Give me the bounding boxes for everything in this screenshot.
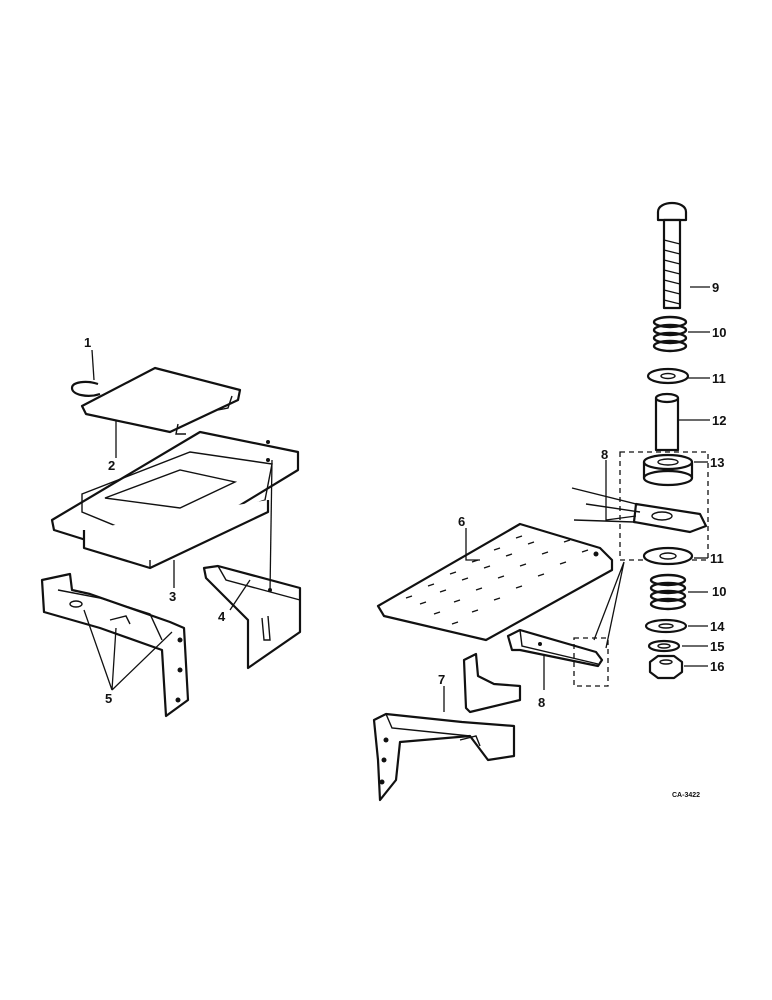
part-9-bolt — [656, 201, 688, 310]
callout-14: 14 — [710, 619, 725, 634]
callout-6: 6 — [458, 514, 465, 529]
leader-lines — [83, 286, 710, 712]
part-11-washer-lower — [642, 546, 694, 566]
drawing-reference: CA-3422 — [672, 792, 700, 799]
part-11-washer-upper — [646, 367, 690, 385]
callout-labels: 1 2 3 4 5 6 7 8 8 9 10 10 11 11 12 13 14… — [84, 280, 726, 710]
part-6-step-plate — [376, 522, 614, 642]
part-7-support-bracket — [372, 652, 522, 802]
part-2-cover-plate — [80, 366, 242, 435]
callout-4: 4 — [218, 609, 226, 624]
part-5-bracket — [40, 572, 190, 718]
callout-12: 12 — [712, 413, 726, 428]
callout-3: 3 — [169, 589, 176, 604]
part-8-arm-upper — [571, 451, 709, 561]
part-15-lock-washer — [647, 639, 681, 653]
callout-7: 7 — [438, 672, 445, 687]
callout-9: 9 — [712, 280, 719, 295]
callout-13: 13 — [710, 455, 724, 470]
part-3-tray — [50, 430, 300, 570]
callout-8-lower: 8 — [538, 695, 545, 710]
callout-8-upper: 8 — [601, 447, 608, 462]
part-8-arm-lower — [506, 628, 609, 687]
step-plate-tread-pattern — [405, 535, 589, 625]
part-16-nut — [648, 654, 684, 680]
callout-11-upper: 11 — [712, 371, 726, 386]
callout-10-lower: 10 — [712, 584, 726, 599]
part-1-snap-ring — [70, 380, 101, 397]
callout-1: 1 — [84, 335, 91, 350]
callout-11-lower: 11 — [710, 551, 724, 566]
part-12-sleeve — [654, 392, 680, 452]
part-13-cushion — [642, 453, 694, 487]
callout-10-upper: 10 — [712, 325, 726, 340]
callout-16: 16 — [710, 659, 724, 674]
callout-5: 5 — [105, 691, 112, 706]
part-10-spring-lower — [649, 573, 687, 611]
part-4-bracket — [202, 564, 302, 670]
callout-15: 15 — [710, 639, 724, 654]
part-10-spring-upper — [652, 315, 688, 353]
callout-2: 2 — [108, 458, 115, 473]
part-14-flat-washer — [644, 618, 688, 634]
